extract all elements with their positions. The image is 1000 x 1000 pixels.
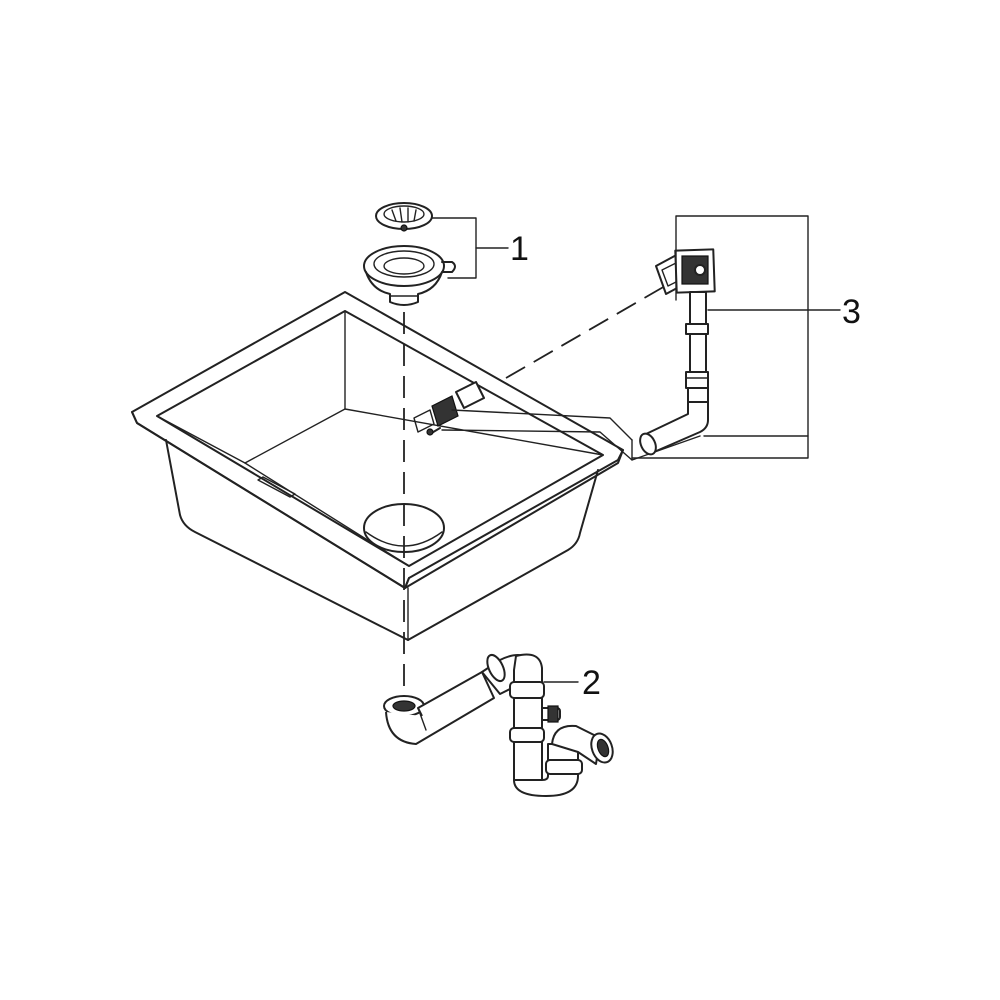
overflow-cover (655, 248, 716, 295)
basket-strainer-assembly (363, 202, 509, 306)
overflow-bracket (413, 381, 485, 436)
overflow-axis-line (505, 281, 673, 379)
callout-label-1: 1 (510, 230, 529, 268)
strainer-cap (375, 202, 433, 232)
overflow-pipe (639, 291, 709, 456)
strainer-body (363, 245, 456, 306)
callout-label-3: 3 (842, 293, 861, 331)
sink-basin (131, 291, 624, 641)
callout-label-2: 2 (582, 664, 601, 702)
callout-leader-3 (631, 215, 809, 459)
siphon-assembly (383, 653, 614, 797)
overflow-assembly (413, 215, 841, 461)
